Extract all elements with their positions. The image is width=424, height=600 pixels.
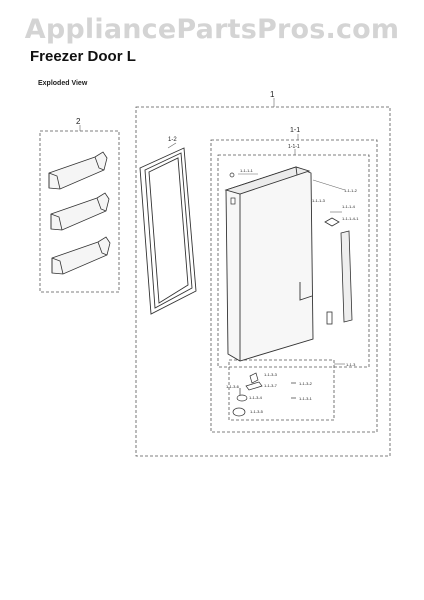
callout-1-1-3-6: 1-1-3-6 xyxy=(226,384,240,389)
callout-1-1-3-1: 1-1-3-1 xyxy=(299,396,313,401)
door-guard-top xyxy=(48,151,108,190)
assembly-boundary xyxy=(39,106,391,457)
watermark: AppliancePartsPros.com xyxy=(24,14,400,45)
callout-1-1-3-5: 1-1-3-5 xyxy=(250,409,264,414)
callout-2: 2 xyxy=(76,117,81,126)
callout-1-1-1-1: 1-1-1-1 xyxy=(240,168,254,173)
callout-1-1-1: 1-1-1 xyxy=(288,144,300,150)
door-guard-middle xyxy=(50,192,110,231)
callout-1-1-3-7: 1-1-3-7 xyxy=(264,383,278,388)
hinge-parts xyxy=(229,172,296,417)
callout-1-1: 1-1 xyxy=(290,127,300,134)
callout-1-1-1-3: 1-1-1-3 xyxy=(312,198,326,203)
door-guard-bottom xyxy=(51,236,111,275)
callout-1-1-3-3: 1-1-3-3 xyxy=(264,372,278,377)
door-body xyxy=(224,166,314,362)
door-gasket xyxy=(139,147,197,315)
callout-1-1-3-2: 1-1-3-2 xyxy=(299,381,313,386)
callout-1-1-3-4: 1-1-3-4 xyxy=(249,395,263,400)
callout-1-2: 1-2 xyxy=(168,137,177,143)
callout-1-1-3: 1-1-3 xyxy=(346,362,356,367)
diagram-subtitle: Exploded View xyxy=(38,80,88,87)
callout-1-1-1-4-1: 1-1-1-4-1 xyxy=(342,216,359,221)
callout-1: 1 xyxy=(270,90,275,99)
callout-labels: 1 2 1-1 1-2 1-1-1 1-1-1-1 1-1-1-2 1-1-1-… xyxy=(76,90,359,414)
diagram-title: Freezer Door L xyxy=(30,48,136,65)
callout-1-1-1-2: 1-1-1-2 xyxy=(344,188,358,193)
callout-1-1-1-4: 1-1-1-4 xyxy=(342,204,356,209)
door-strip xyxy=(324,217,353,325)
